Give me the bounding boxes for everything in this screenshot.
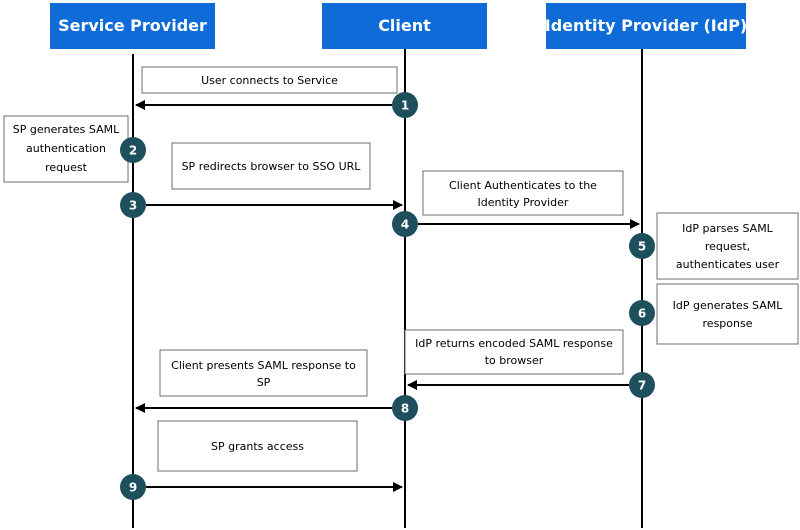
note-text: Identity Provider xyxy=(478,196,569,209)
actor-label-service-provider: Service Provider xyxy=(58,16,207,35)
note-text: request xyxy=(45,161,88,174)
step-number: 7 xyxy=(638,379,646,393)
note-text: SP redirects browser to SSO URL xyxy=(182,160,362,173)
note-idp-generates: IdP generates SAML response xyxy=(656,283,799,345)
note-client-authenticates: Client Authenticates to the Identity Pro… xyxy=(422,170,624,216)
note-text: to browser xyxy=(485,354,544,367)
note-text: IdP generates SAML xyxy=(673,299,784,312)
note-sp-grants: SP grants access xyxy=(157,420,358,472)
step-number: 6 xyxy=(638,307,646,321)
step-number: 8 xyxy=(401,402,409,416)
note-text: SP grants access xyxy=(211,440,304,453)
step-number: 4 xyxy=(401,218,409,232)
actor-identity-provider: Identity Provider (IdP) xyxy=(545,3,747,49)
step-number: 3 xyxy=(129,199,137,213)
note-text: Client presents SAML response to xyxy=(171,359,356,372)
note-text: IdP returns encoded SAML response xyxy=(415,337,613,350)
note-user-connects: User connects to Service xyxy=(141,66,398,94)
step-number: 5 xyxy=(638,240,646,254)
note-text: request, xyxy=(705,240,750,253)
step-badge-7: 7 xyxy=(629,372,655,398)
note-text: IdP parses SAML xyxy=(682,222,774,235)
actor-label-client: Client xyxy=(378,16,431,35)
step-badge-1: 1 xyxy=(392,92,418,118)
note-text: Client Authenticates to the xyxy=(449,179,597,192)
step-badge-2: 2 xyxy=(120,137,146,163)
step-badge-9: 9 xyxy=(120,474,146,500)
note-text: authentication xyxy=(26,142,106,155)
step-badge-6: 6 xyxy=(629,300,655,326)
note-text: response xyxy=(703,317,753,330)
note-sp-redirects: SP redirects browser to SSO URL xyxy=(171,142,371,190)
step-badge-3: 3 xyxy=(120,192,146,218)
actor-label-identity-provider: Identity Provider (IdP) xyxy=(545,16,747,35)
note-text: authenticates user xyxy=(676,258,780,271)
step-badge-8: 8 xyxy=(392,395,418,421)
note-idp-returns: IdP returns encoded SAML response to bro… xyxy=(404,329,624,375)
actor-client: Client xyxy=(322,3,487,49)
step-number: 1 xyxy=(401,99,409,113)
note-client-presents: Client presents SAML response to SP xyxy=(159,349,368,397)
note-idp-parses: IdP parses SAML request, authenticates u… xyxy=(656,212,799,280)
step-number: 9 xyxy=(129,481,137,495)
step-badge-5: 5 xyxy=(629,233,655,259)
note-text: SP xyxy=(257,376,271,389)
note-sp-generates: SP generates SAML authentication request xyxy=(3,115,129,183)
step-badge-4: 4 xyxy=(392,211,418,237)
note-text: SP generates SAML xyxy=(13,123,120,136)
note-text: User connects to Service xyxy=(201,74,338,87)
actor-service-provider: Service Provider xyxy=(50,3,215,49)
step-number: 2 xyxy=(129,144,137,158)
